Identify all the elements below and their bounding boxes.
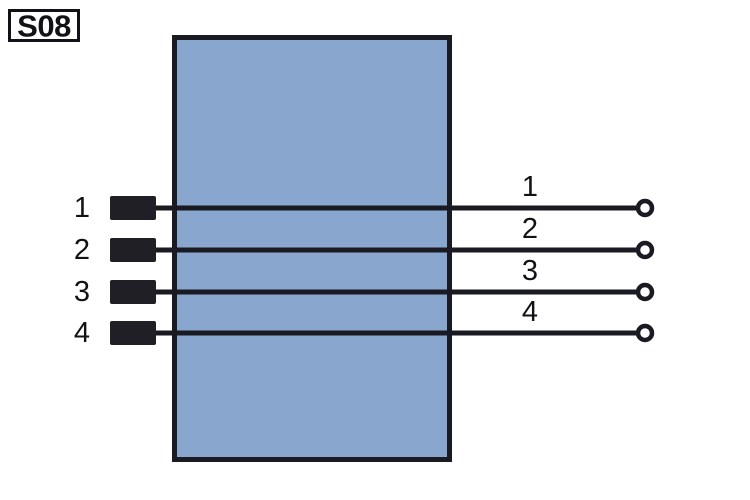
terminal-block-3 [110,280,156,304]
designation-tag-label: S08 [17,9,71,44]
designation-tag-box [8,9,80,42]
terminal-block-2 [110,238,156,262]
right-pin-label-4: 4 [522,296,538,328]
circuit-row-2: 2 2 [74,213,655,266]
circuit-row-3: 3 3 [74,255,655,308]
circuit-row-4: 4 4 [74,296,655,349]
terminal-ring-3 [635,282,655,302]
right-pin-label-3: 3 [522,255,538,287]
left-pin-label-3: 3 [74,276,90,308]
designation-tag: S08 [8,9,80,44]
terminal-ring-1 [635,198,655,218]
terminal-ring-4 [635,323,655,343]
terminal-block-4 [110,321,156,345]
circuit-row-1: 1 1 [74,171,655,224]
right-pin-label-2: 2 [522,213,538,245]
terminal-ring-2 [635,240,655,260]
right-pin-label-1: 1 [522,171,538,203]
left-pin-label-4: 4 [74,317,90,349]
left-pin-label-1: 1 [74,192,90,224]
left-pin-label-2: 2 [74,234,90,266]
terminal-block-1 [110,196,156,220]
